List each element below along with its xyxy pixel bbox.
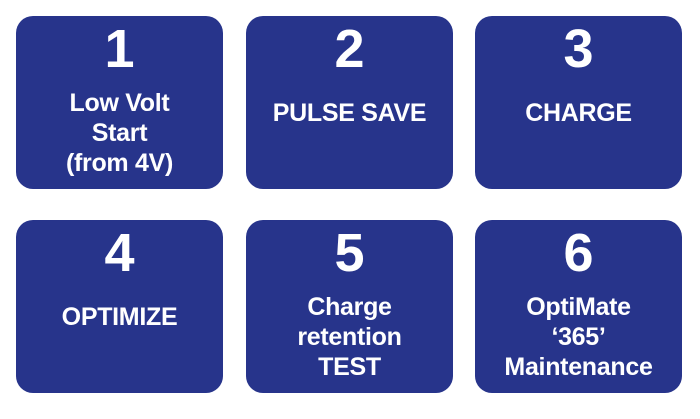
step-number: 5: [334, 223, 365, 283]
step-label-line: CHARGE: [525, 98, 632, 127]
step-tile-low-volt-start: 1 Low Volt Start (from 4V): [16, 16, 223, 189]
step-number: 3: [563, 19, 594, 79]
step-tile-optimize: 4 OPTIMIZE: [16, 220, 223, 393]
step-label: OptiMate ‘365’ Maintenance: [479, 286, 678, 387]
step-label-line: retention: [297, 322, 402, 351]
step-tile-pulse-save: 2 PULSE SAVE: [246, 16, 453, 189]
step-tile-optimate-maintenance: 6 OptiMate ‘365’ Maintenance: [475, 220, 682, 393]
step-tile-charge: 3 CHARGE: [475, 16, 682, 189]
step-label: OPTIMIZE: [20, 280, 219, 353]
step-tile-charge-retention-test: 5 Charge retention TEST: [246, 220, 453, 393]
step-number: 6: [563, 223, 594, 283]
step-number: 4: [104, 223, 135, 283]
step-label-line: Low Volt: [69, 88, 170, 117]
step-label-line: Maintenance: [504, 352, 653, 381]
step-label: PULSE SAVE: [250, 76, 449, 149]
step-label: Low Volt Start (from 4V): [20, 82, 219, 183]
step-label-line: (from 4V): [65, 148, 174, 177]
step-number: 2: [334, 19, 365, 79]
step-label-line: Start: [91, 118, 148, 147]
step-label: CHARGE: [479, 76, 678, 149]
step-label-line: OptiMate: [526, 292, 631, 321]
step-label-line: TEST: [318, 352, 381, 381]
step-label: Charge retention TEST: [250, 286, 449, 387]
step-label-line: Charge: [307, 292, 392, 321]
step-label-line: ‘365’: [551, 322, 606, 351]
step-label-line: PULSE SAVE: [272, 98, 427, 127]
step-number: 1: [104, 19, 135, 79]
step-label-line: OPTIMIZE: [61, 302, 178, 331]
